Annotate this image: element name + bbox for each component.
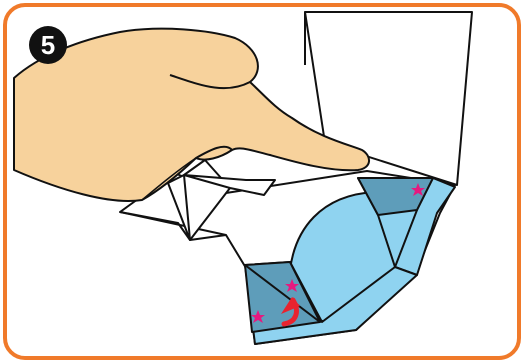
- step-number: 5: [41, 30, 55, 60]
- step-badge: 5: [29, 26, 67, 64]
